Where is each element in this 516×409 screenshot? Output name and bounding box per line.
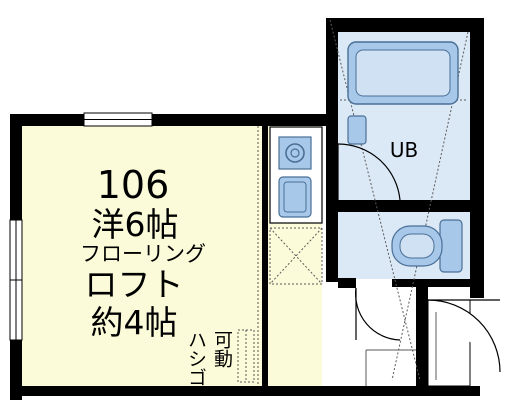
appliance-space bbox=[269, 227, 323, 285]
room-number: 106 bbox=[97, 163, 170, 207]
bath-sink bbox=[347, 115, 367, 145]
left-window bbox=[9, 219, 23, 341]
loft-label: ロフト bbox=[85, 265, 184, 304]
ladder-label-col1: ハシゴ bbox=[185, 330, 207, 387]
kitchen-sink bbox=[278, 176, 312, 218]
bathtub bbox=[347, 41, 459, 105]
hall-storage bbox=[365, 349, 416, 386]
top-window bbox=[83, 112, 153, 127]
kitchen-counter bbox=[269, 126, 323, 224]
bath-label: UB bbox=[390, 138, 418, 162]
toilet-door-swing bbox=[355, 287, 401, 341]
ladder-label-col2: 可動 bbox=[211, 330, 233, 368]
stove-burner bbox=[278, 136, 312, 170]
floor-type: フローリング bbox=[80, 242, 206, 266]
entrance-door bbox=[427, 299, 501, 387]
bath-door-swing bbox=[337, 143, 401, 201]
loft-size: 約4帖 bbox=[91, 303, 178, 342]
toilet-fixture bbox=[391, 219, 463, 273]
room-size: 洋6帖 bbox=[92, 205, 179, 244]
